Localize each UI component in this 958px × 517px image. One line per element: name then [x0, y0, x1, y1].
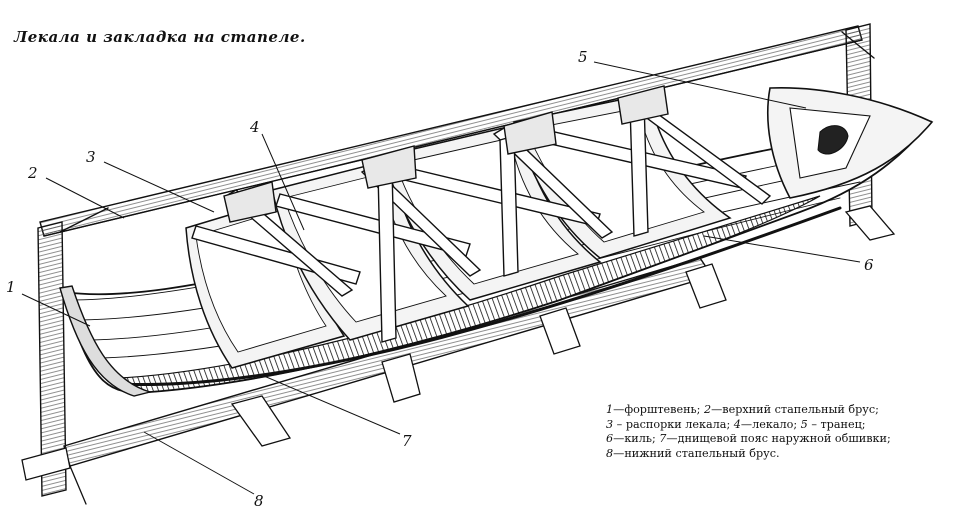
- legend-number: 3: [606, 417, 614, 431]
- legend-text: – распорки лекала;: [613, 417, 734, 431]
- legend-number: 4: [733, 417, 741, 431]
- legend-text: —верхний стапельный брус;: [711, 403, 879, 416]
- legend-text: – транец;: [807, 417, 866, 431]
- callout-7: 7: [402, 432, 412, 450]
- legend-number: 8: [606, 446, 614, 460]
- legend-text: —лекало;: [740, 417, 801, 431]
- callout-5: 5: [578, 48, 588, 66]
- legend-number: 2: [703, 403, 712, 416]
- legend-number: 6: [606, 432, 614, 446]
- legend: 1—форштевень; 2—верхний стапельный брус;…: [606, 403, 951, 461]
- legend-text: —киль;: [613, 432, 660, 446]
- legend-line: 1—форштевень; 2—верхний стапельный брус;: [606, 403, 951, 418]
- callout-3: 3: [86, 148, 96, 166]
- legend-text: —днищевой пояс наружной обшивки;: [666, 432, 891, 446]
- left-post: [37, 207, 109, 497]
- transom: [767, 86, 934, 199]
- figure-title: Лекала и закладка на стапеле.: [14, 28, 306, 46]
- legend-text: —нижний стапельный брус.: [613, 446, 780, 460]
- callout-leaders: [21, 61, 861, 495]
- callout-2: 2: [27, 164, 38, 182]
- legend-line: 8—нижний стапельный брус.: [606, 447, 951, 462]
- legend-line: 3 – распорки лекала; 4—лекало; 5 – тране…: [606, 418, 951, 433]
- legend-number: 5: [800, 417, 808, 431]
- legend-text: —форштевень;: [613, 403, 704, 416]
- legend-number: 1: [606, 403, 614, 416]
- stock-supports: [230, 205, 896, 447]
- callout-8: 8: [254, 492, 264, 510]
- mold-spreaders: [191, 85, 772, 343]
- callout-1: 1: [6, 278, 16, 296]
- callout-4: 4: [249, 118, 260, 136]
- callout-6: 6: [864, 256, 874, 274]
- legend-line: 6—киль; 7—днищевой пояс наружной обшивки…: [606, 432, 951, 447]
- legend-number: 7: [659, 432, 667, 446]
